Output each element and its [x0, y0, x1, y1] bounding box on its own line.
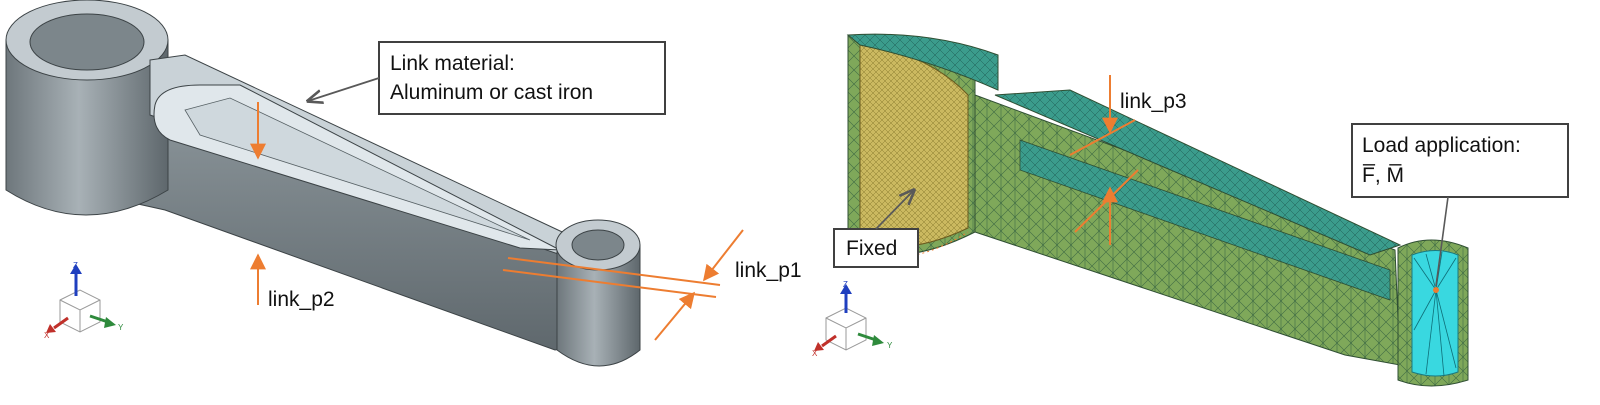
cad-big-boss-bore	[29, 13, 145, 71]
link-p3-extension-2	[1074, 169, 1139, 233]
load-spider-lines	[1413, 251, 1457, 377]
cad-big-boss-cylinder	[5, 39, 169, 216]
link-p3-label: link_p3	[1120, 90, 1187, 113]
y-axis-label: Y	[118, 323, 124, 332]
link-p1-arrow-top	[703, 229, 744, 282]
material-leader	[308, 77, 380, 101]
link-p2-label: link_p2	[268, 288, 335, 311]
right-axis-triad: Z X Y	[812, 280, 893, 358]
left-dimension-marks	[250, 102, 744, 341]
mesh-beam-web	[1019, 139, 1391, 301]
material-callout-box	[378, 41, 666, 115]
material-callout-line1: Link material:	[390, 52, 515, 75]
material-callout: Link material: Aluminum or cast iron	[308, 41, 666, 115]
load-callout-box	[1351, 123, 1569, 198]
z-axis-label-right: Z	[843, 280, 848, 289]
left-axis-triad: Z X Y	[44, 261, 124, 340]
y-axis-label-right: Y	[887, 341, 893, 350]
load-callout: Load application: F̅, M̅	[1351, 123, 1569, 287]
link-p1-label: link_p1	[735, 259, 802, 282]
fe-mesh-model	[846, 33, 1469, 387]
y-axis-arrow	[89, 314, 109, 324]
x-axis-label: X	[44, 331, 50, 340]
x-axis-arrow	[53, 316, 69, 330]
x-axis-label-right: X	[812, 349, 818, 358]
right-dimension-marks	[1069, 75, 1139, 245]
link-p1-extension-1	[507, 257, 721, 286]
material-callout-line2: Aluminum or cast iron	[390, 81, 593, 104]
load-callout-line2: F̅, M̅	[1362, 164, 1404, 187]
link-p3-extension-1	[1069, 119, 1136, 156]
cad-link-model	[5, 0, 641, 367]
load-leader	[1435, 196, 1449, 287]
link-p1-arrow-bottom	[654, 291, 696, 341]
cad-small-boss-cylinder	[556, 244, 641, 367]
fixed-callout: Fixed	[833, 190, 919, 268]
fixed-callout-box	[833, 228, 919, 268]
fixed-callout-text: Fixed	[846, 237, 897, 260]
mesh-small-cylinder-bore	[1411, 250, 1459, 377]
mesh-big-cylinder-rim	[846, 33, 999, 91]
load-callout-line1: Load application:	[1362, 134, 1521, 157]
mesh-beam-top-channel	[994, 89, 1402, 256]
z-axis-label: Z	[73, 261, 78, 270]
fixed-leader	[875, 190, 914, 230]
